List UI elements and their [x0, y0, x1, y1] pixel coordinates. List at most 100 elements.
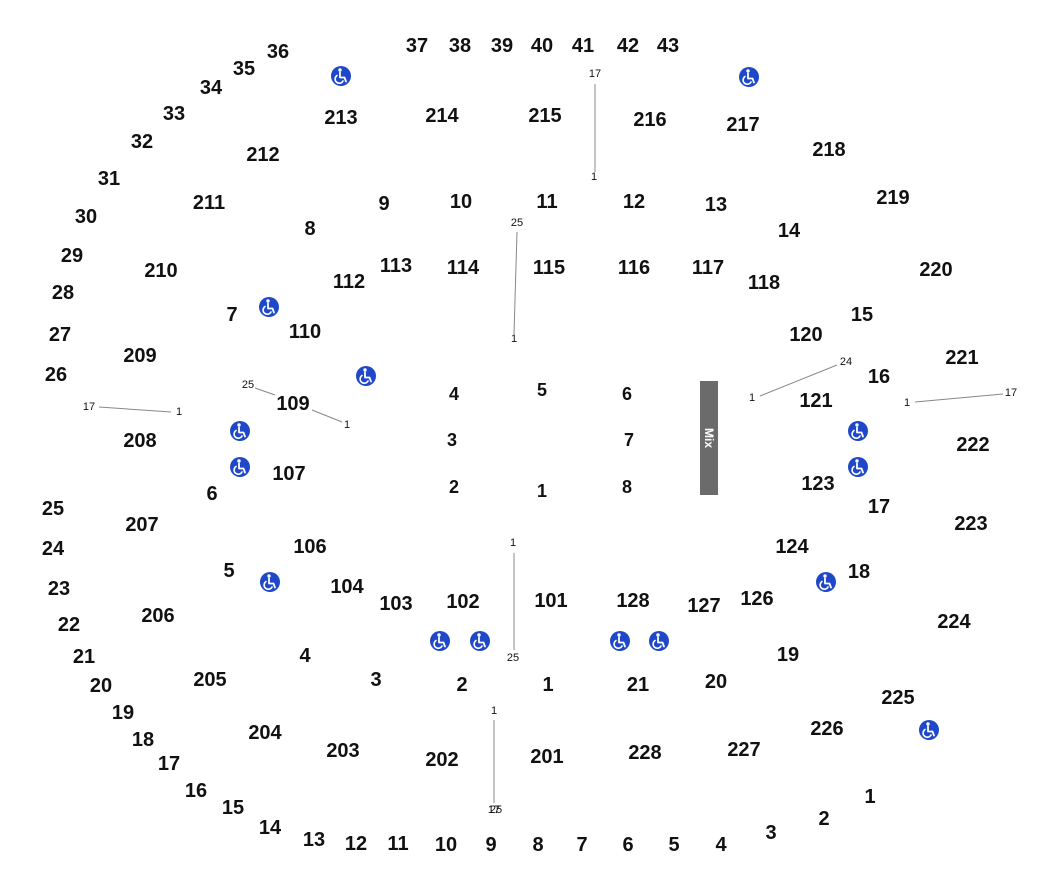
lower-section-label[interactable]: 121 [799, 390, 832, 412]
row-label: 7 [226, 304, 237, 326]
lower-section-label[interactable]: 107 [272, 463, 305, 485]
upper-section-label[interactable]: 212 [246, 144, 279, 166]
floor-section-label[interactable]: 4 [449, 384, 459, 404]
wheelchair-accessible-icon [230, 421, 250, 441]
upper-section-label[interactable]: 222 [956, 434, 989, 456]
row-label: 6 [206, 483, 217, 505]
upper-section-label[interactable]: 219 [876, 187, 909, 209]
lower-section-label[interactable]: 116 [618, 257, 650, 279]
wheelchair-accessible-icon [848, 421, 868, 441]
upper-section-label[interactable]: 202 [425, 749, 458, 771]
floor-section-label[interactable]: 1 [537, 481, 547, 501]
seat-number-marker: 1 [591, 171, 597, 183]
mix-board-rect [700, 381, 718, 495]
row-label: 12 [345, 833, 367, 855]
row-label: 4 [299, 645, 311, 667]
row-label: 8 [304, 218, 315, 240]
upper-section-label[interactable]: 209 [123, 345, 156, 367]
upper-section-label[interactable]: 221 [945, 347, 978, 369]
row-label: 43 [657, 35, 679, 57]
floor-section-label[interactable]: 6 [622, 384, 632, 404]
lower-section-label[interactable]: 110 [289, 321, 321, 343]
row-label: 8 [532, 834, 543, 856]
lower-section-label[interactable]: 124 [775, 536, 809, 558]
upper-section-label[interactable]: 205 [193, 669, 226, 691]
floor-section-label[interactable]: 3 [447, 430, 457, 450]
row-label: 35 [233, 58, 255, 80]
lower-section-label[interactable]: 104 [330, 576, 364, 598]
row-label: 37 [406, 35, 428, 57]
upper-section-label[interactable]: 218 [812, 139, 845, 161]
lower-section-label[interactable]: 112 [333, 271, 365, 293]
floor-section-label[interactable]: 7 [624, 430, 634, 450]
upper-section-label[interactable]: 211 [193, 192, 225, 214]
row-label: 38 [449, 35, 471, 57]
upper-section-label[interactable]: 228 [628, 742, 661, 764]
upper-section-label[interactable]: 210 [144, 260, 177, 282]
row-label: 14 [259, 817, 282, 839]
lower-section-label[interactable]: 120 [789, 324, 822, 346]
seat-number-marker: 1 [749, 392, 755, 404]
floor-section-label[interactable]: 2 [449, 477, 459, 497]
mix-board: Mix [700, 381, 718, 495]
lower-section-label[interactable]: 101 [534, 590, 567, 612]
upper-section-label[interactable]: 207 [125, 514, 158, 536]
row-label: 13 [303, 829, 325, 851]
upper-section-label[interactable]: 224 [937, 611, 971, 633]
row-label: 11 [387, 833, 408, 855]
lower-section-label[interactable]: 113 [380, 255, 412, 277]
upper-section-label[interactable]: 216 [633, 109, 666, 131]
upper-section-label[interactable]: 206 [141, 605, 174, 627]
row-label: 5 [668, 834, 679, 856]
row-label: 2 [456, 674, 467, 696]
row-label: 17 [868, 496, 890, 518]
lower-section-label[interactable]: 123 [801, 473, 834, 495]
upper-section-label[interactable]: 223 [954, 513, 987, 535]
seat-guide-line [98, 406, 172, 413]
lower-section-label[interactable]: 115 [533, 257, 565, 279]
upper-section-label[interactable]: 208 [123, 430, 156, 452]
lower-section-label[interactable]: 114 [447, 257, 480, 279]
wheelchair-accessible-icon [331, 66, 351, 86]
upper-section-label[interactable]: 214 [425, 105, 459, 127]
lower-section-label[interactable]: 126 [740, 588, 773, 610]
row-label: 16 [868, 366, 890, 388]
upper-section-label[interactable]: 204 [248, 722, 282, 744]
row-label: 21 [627, 674, 649, 696]
seat-guide-line [311, 409, 343, 423]
floor-section-label[interactable]: 8 [622, 477, 632, 497]
floor-section-label[interactable]: 5 [537, 380, 547, 400]
row-label: 2 [818, 808, 829, 830]
lower-section-label[interactable]: 118 [748, 272, 780, 294]
lower-section-label[interactable]: 103 [379, 593, 412, 615]
upper-section-label[interactable]: 227 [727, 739, 760, 761]
lower-section-label[interactable]: 106 [293, 536, 326, 558]
row-label: 27 [49, 324, 71, 346]
wheelchair-accessible-icon [430, 631, 450, 651]
row-label: 20 [705, 671, 727, 693]
lower-section-label[interactable]: 109 [276, 393, 309, 415]
seat-number-marker: 25 [507, 652, 519, 664]
upper-section-label[interactable]: 225 [881, 687, 914, 709]
seat-number-marker: 25 [490, 804, 502, 816]
seat-number-marker: 1 [511, 333, 517, 345]
upper-section-label[interactable]: 201 [530, 746, 563, 768]
upper-section-label[interactable]: 213 [324, 107, 357, 129]
upper-section-label[interactable]: 203 [326, 740, 359, 762]
row-label: 11 [536, 191, 557, 213]
wheelchair-accessible-icon [259, 297, 279, 317]
row-label: 4 [715, 834, 727, 856]
lower-section-label[interactable]: 102 [446, 591, 479, 613]
row-label: 18 [132, 729, 154, 751]
lower-section-label[interactable]: 117 [692, 257, 724, 279]
upper-section-label[interactable]: 217 [726, 114, 759, 136]
row-label: 20 [90, 675, 112, 697]
upper-section-label[interactable]: 220 [919, 259, 952, 281]
row-label: 5 [223, 560, 234, 582]
upper-section-label[interactable]: 226 [810, 718, 843, 740]
upper-section-label[interactable]: 215 [528, 105, 561, 127]
lower-section-label[interactable]: 128 [616, 590, 649, 612]
seat-guide-line [254, 387, 276, 396]
lower-section-label[interactable]: 127 [687, 595, 720, 617]
